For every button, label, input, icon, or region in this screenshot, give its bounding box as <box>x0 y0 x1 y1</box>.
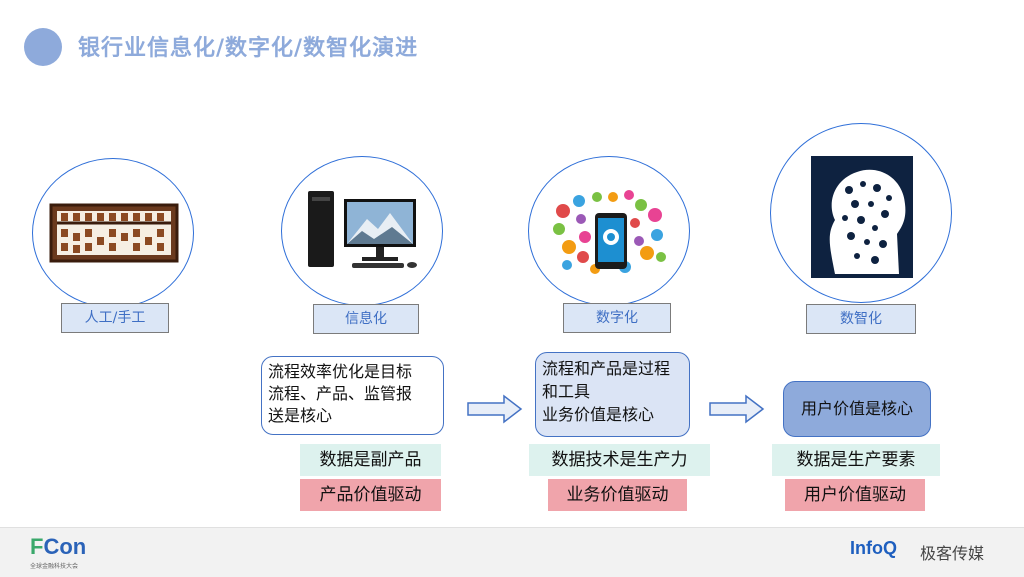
description-line: 流程和产品是过程 <box>542 359 671 378</box>
value-driver-tag: 产品价值驱动 <box>300 479 441 511</box>
fcon-logo: FCon <box>30 534 87 559</box>
description-line: 流程效率优化是目标 <box>268 362 413 381</box>
value-driver-tag: 业务价值驱动 <box>548 479 687 511</box>
computer-image-circle <box>281 156 443 306</box>
description-line: 用户价值是核心 <box>800 399 913 418</box>
geek-media-logo: 极客传媒 <box>920 544 985 563</box>
digital-image-circle <box>528 156 690 306</box>
title-bullet <box>24 28 62 66</box>
infoq-logo: InfoQ <box>850 538 897 558</box>
informatization-description: 流程效率优化是目标 流程、产品、监管报 送是核心 <box>261 356 444 435</box>
description-line: 流程、产品、监管报 <box>268 384 413 403</box>
data-role-tag: 数据是生产要素 <box>772 444 940 476</box>
page-title: 银行业信息化/数字化/数智化演进 <box>78 36 419 61</box>
stage-label-digitalization: 数字化 <box>563 303 671 333</box>
desktop-computer-icon <box>308 191 417 268</box>
data-role-tag: 数据技术是生产力 <box>529 444 710 476</box>
description-line: 业务价值是核心 <box>542 405 655 424</box>
data-role-tag: 数据是副产品 <box>300 444 441 476</box>
abacus-image-circle <box>32 158 194 308</box>
stage-label-informatization: 信息化 <box>313 304 419 334</box>
business-head-icon <box>811 156 913 278</box>
stage-label-manual: 人工/手工 <box>61 303 169 333</box>
stage-label-intelligentization: 数智化 <box>806 304 916 334</box>
abacus-icon <box>49 203 179 263</box>
arrow-right-icon <box>467 394 523 424</box>
arrow-right-icon <box>709 394 765 424</box>
footer-bar <box>0 527 1024 577</box>
intelligentization-description: 用户价值是核心 <box>783 381 931 437</box>
smartphone-network-icon <box>553 190 666 274</box>
smart-image-circle <box>770 123 952 303</box>
value-driver-tag: 用户价值驱动 <box>785 479 925 511</box>
description-line: 送是核心 <box>268 406 333 425</box>
description-line: 和工具 <box>542 382 591 401</box>
fcon-subtitle: 全球金融科技大会 <box>30 563 79 570</box>
digitalization-description: 流程和产品是过程 和工具 业务价值是核心 <box>535 352 690 437</box>
